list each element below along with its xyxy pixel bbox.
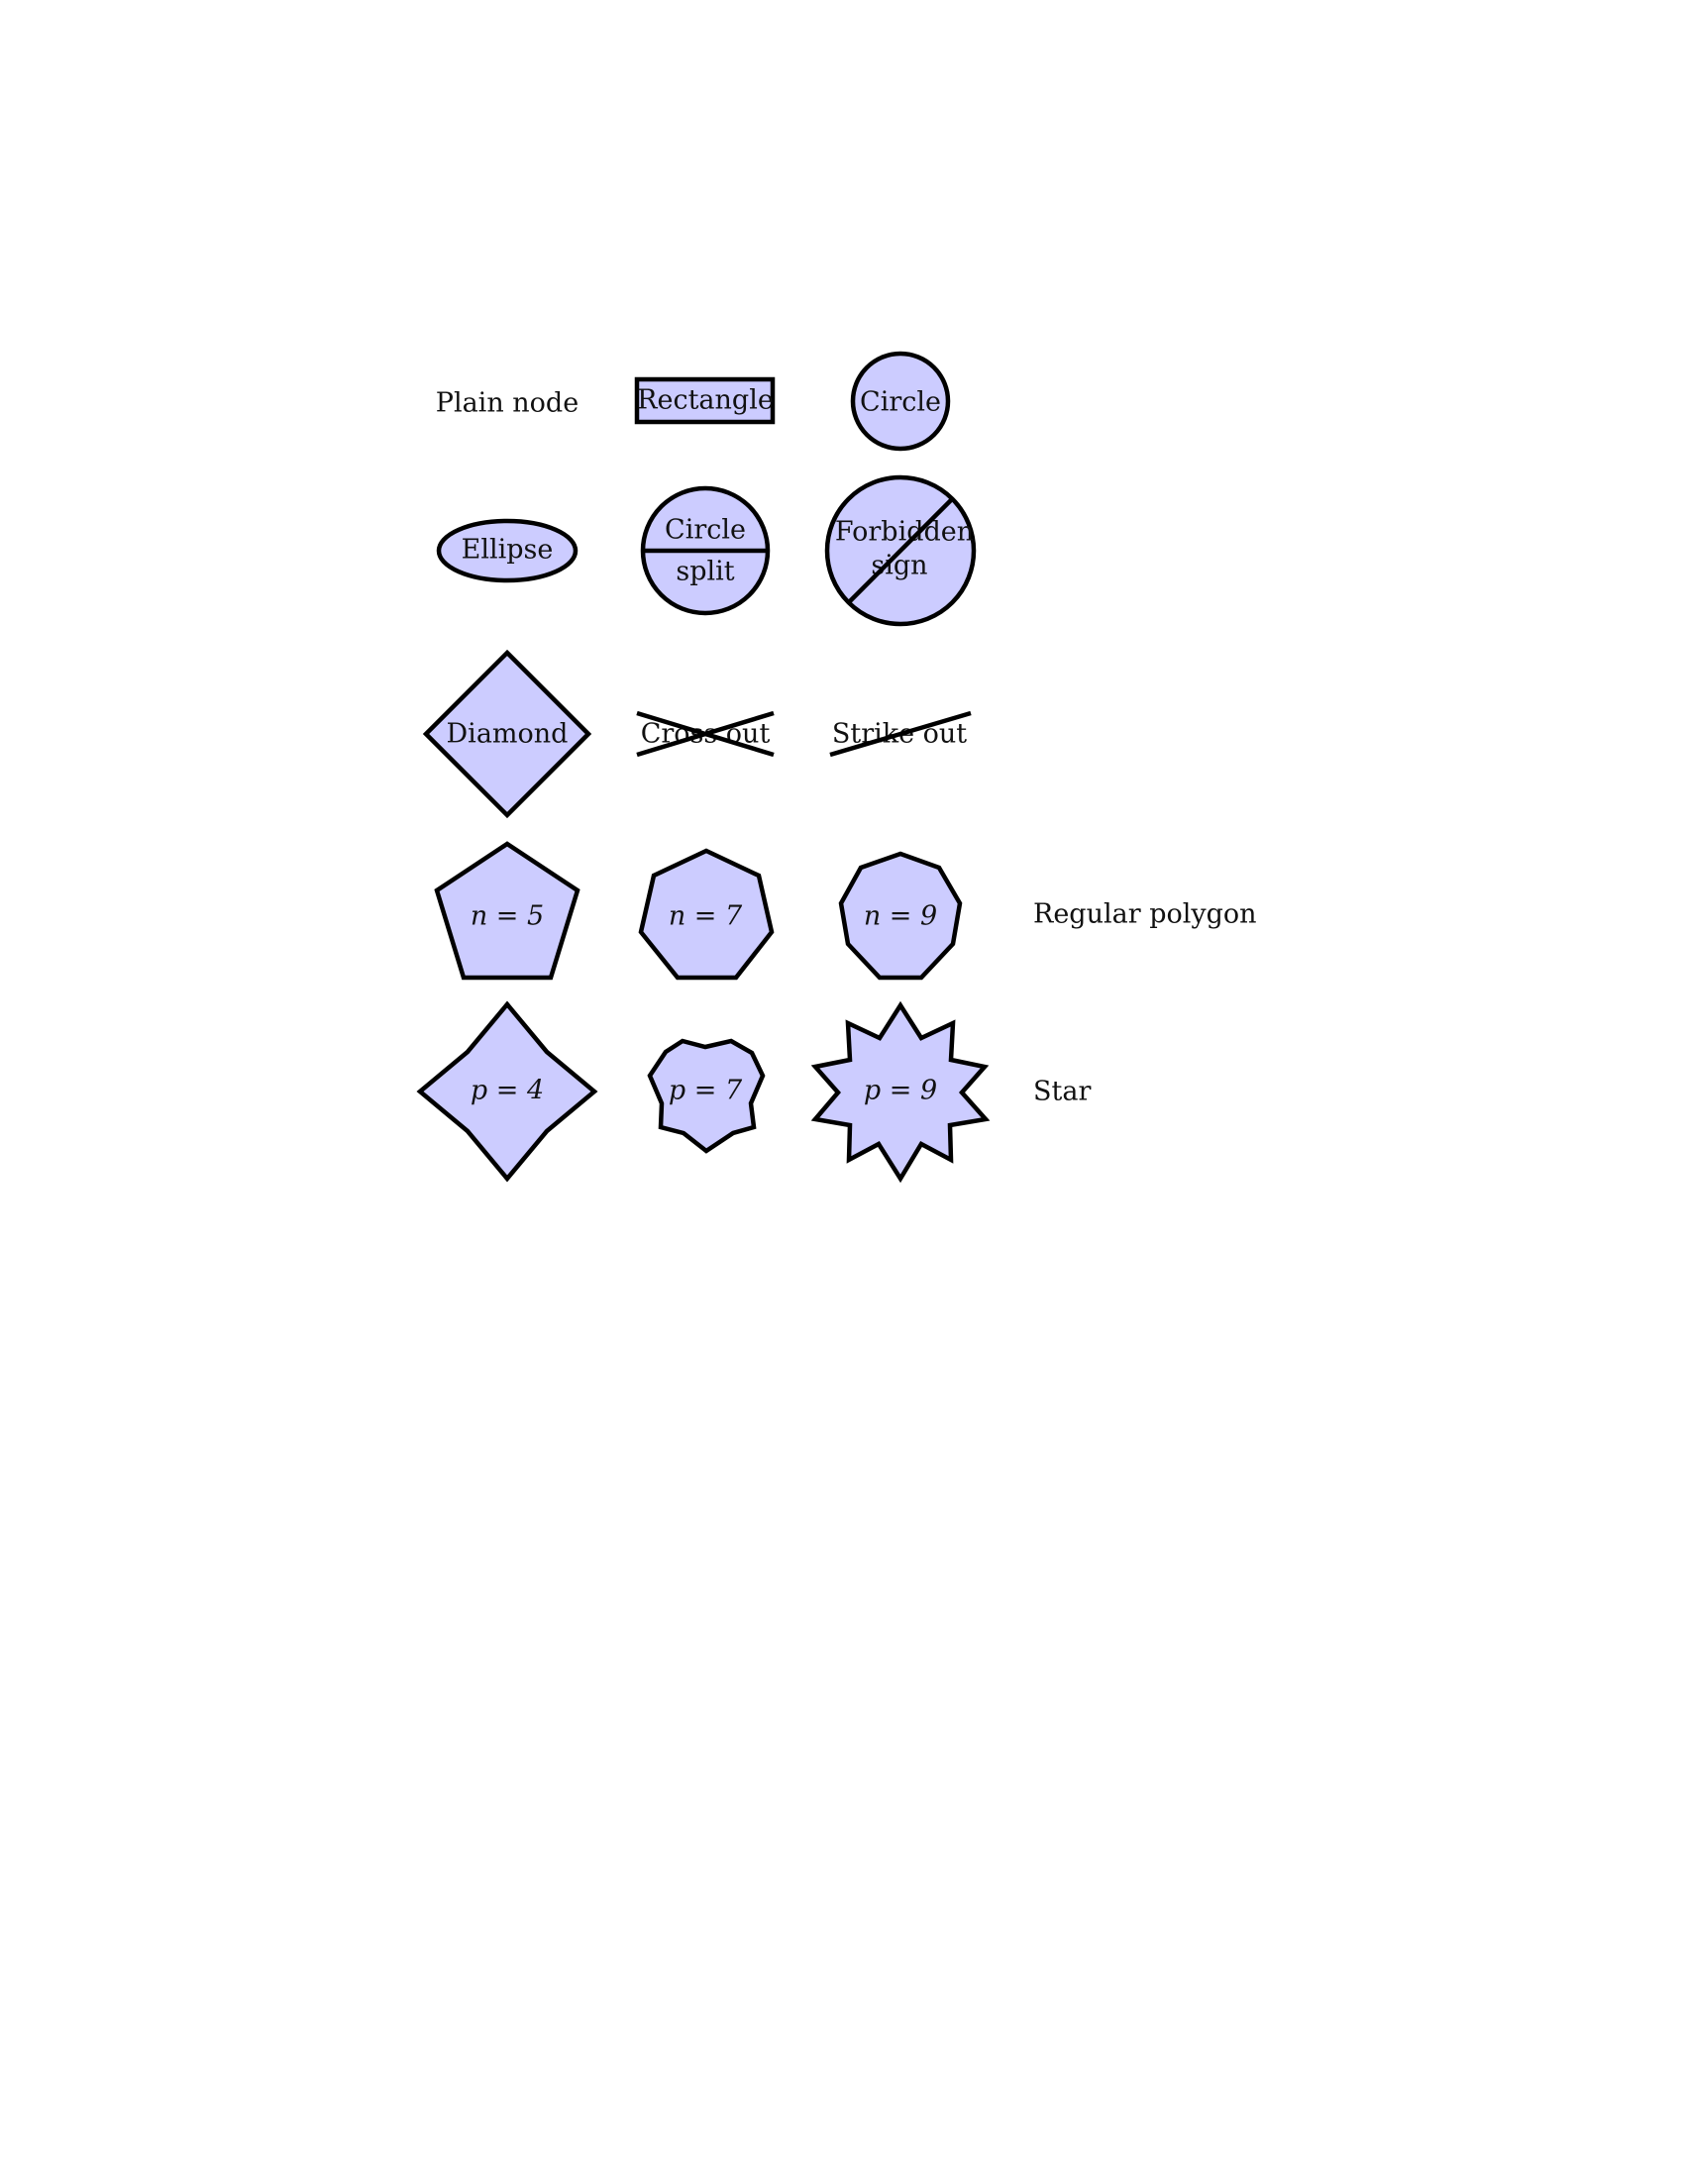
forbidden-sign-label-line1: Forbidden [835,517,974,548]
regular-polygon-n7-label: n = 7 [669,901,743,932]
ellipse-node [436,518,579,583]
regular-polygon-n9-label: n = 9 [864,901,937,932]
star-p7 [647,1038,766,1154]
plain-node-label: Plain node [436,388,579,419]
strike-out-line [829,710,972,758]
star-p4-label: p = 4 [471,1076,544,1106]
forbidden-sign-slash [847,497,954,604]
star-row-label: Star [1033,1077,1091,1107]
ellipse-node-label: Ellipse [462,535,554,566]
star-p9-label: p = 9 [864,1076,937,1106]
cross-out-line-2 [636,710,775,758]
circle-node-label: Circle [860,387,941,418]
regular-polygon-n5-label: n = 5 [471,901,544,932]
star-p7-label: p = 7 [669,1076,743,1106]
circle-split-bottom-label: split [676,557,734,587]
circle-split-top-label: Circle [665,515,746,546]
circle-node [850,351,951,452]
diamond-node-label: Diamond [447,719,569,750]
star-p9 [810,1000,991,1184]
regular-polygon-n9 [838,851,963,981]
regular-polygon-row-label: Regular polygon [1033,899,1257,930]
rectangle-node-label: Rectangle [637,385,774,416]
regular-polygon-n7 [638,848,775,981]
diamond-node [422,649,592,819]
forbidden-sign-label-line2: sign [871,551,927,581]
regular-polygon-n5 [434,841,580,981]
star-p4 [416,1000,598,1183]
rectangle-node [634,376,776,425]
